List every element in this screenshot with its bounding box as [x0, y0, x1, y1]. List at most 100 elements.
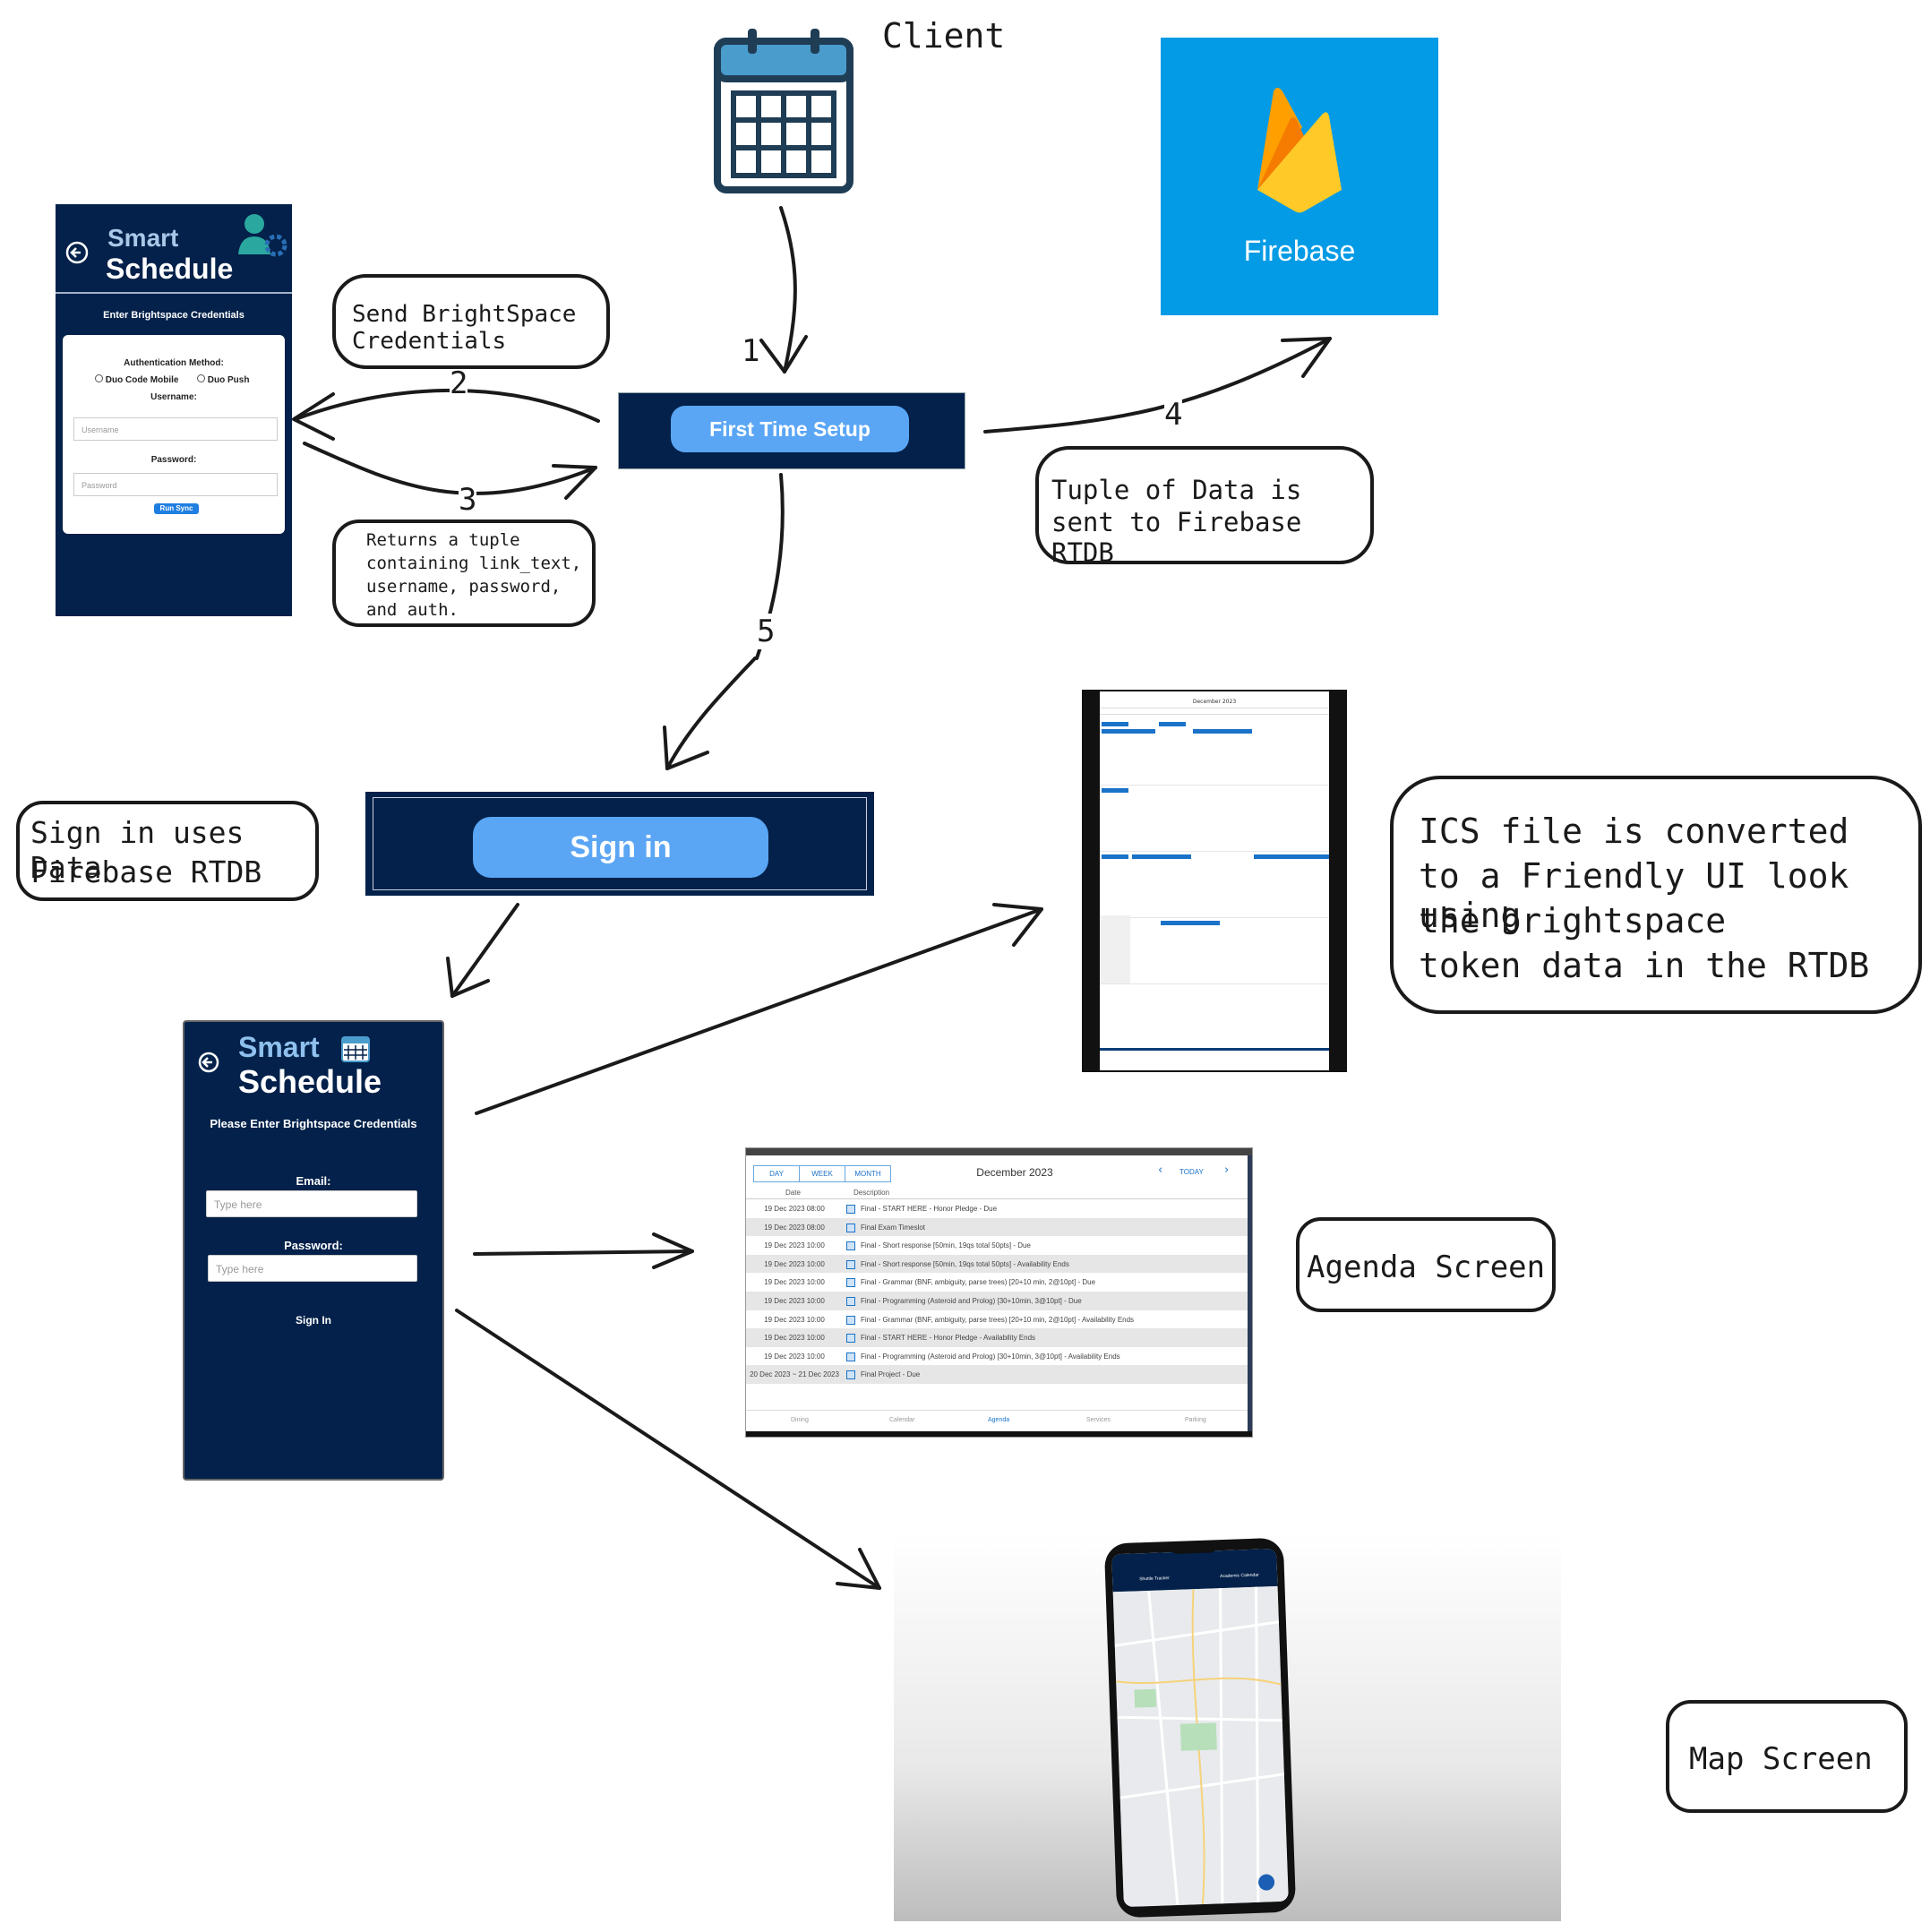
nav-dining[interactable]: Dining [791, 1417, 809, 1423]
note-returns-line4: and auth. [366, 600, 459, 620]
row-date: 19 Dec 2023 10:00 [764, 1278, 825, 1287]
note-returns-tuple: Returns a tuple containing link_text, us… [332, 519, 596, 627]
row-description: Final - Grammar (BNF, ambiguity, parse t… [861, 1315, 1135, 1324]
username-input[interactable]: Username [73, 417, 278, 441]
event-calendar-icon [846, 1241, 855, 1251]
back-arrow-icon[interactable] [64, 240, 90, 265]
agenda-tab-week[interactable]: WEEK [799, 1165, 845, 1182]
map-screen: Shuttle Tracker Academic Calendar [894, 1532, 1561, 1921]
arrow-to-map [455, 1309, 881, 1590]
auth-method-label: Authentication Method: [124, 358, 224, 368]
note-returns-line2: containing link_text, [366, 554, 582, 573]
row-date: 19 Dec 2023 10:00 [764, 1241, 825, 1250]
run-sync-button[interactable]: Run Sync [154, 503, 199, 514]
password-label: Password: [150, 455, 197, 465]
tab-shuttle-tracker[interactable]: Shuttle Tracker [1139, 1576, 1170, 1583]
brand-smart: Smart [238, 1031, 320, 1063]
prev-chevron-icon[interactable]: ‹ [1158, 1163, 1163, 1177]
credentials-form: Authentication Method: Duo Code Mobile D… [63, 335, 285, 534]
password-input[interactable]: Type here [208, 1255, 417, 1282]
user-gear-icon [238, 214, 287, 257]
table-row[interactable]: 19 Dec 2023 10:00 Final - Programming (As… [746, 1292, 1248, 1310]
row-description: Final - Programming (Asteroid and Prolog… [861, 1297, 1082, 1305]
password-input[interactable]: Password [73, 473, 278, 496]
calendar-icon [341, 1036, 370, 1062]
row-date: 19 Dec 2023 08:00 [764, 1205, 825, 1213]
table-row[interactable]: 19 Dec 2023 10:00 Final - Short response … [746, 1236, 1248, 1255]
note-returns-line3: username, password, [366, 577, 562, 597]
radio-duo-push[interactable]: Duo Push [197, 374, 249, 385]
map-view[interactable] [1112, 1585, 1289, 1908]
signin-submit-button[interactable]: Sign In [296, 1314, 331, 1327]
step-4-label: 4 [1164, 397, 1183, 433]
note-tuple-sent-line2: sent to Firebase RTDB [1051, 507, 1302, 568]
credentials-heading: Enter Brightspace Credentials [103, 310, 244, 321]
row-date: 19 Dec 2023 10:00 [764, 1334, 825, 1343]
sign-in-button[interactable]: Sign in [473, 817, 768, 878]
agenda-col-date: Date [785, 1189, 801, 1197]
phone-frame: Shuttle Tracker Academic Calendar [1103, 1537, 1297, 1919]
step-2-label: 2 [450, 365, 468, 401]
note-signin-uses: Sign in uses Data Firebase RTDB [16, 801, 319, 901]
event-calendar-icon [846, 1297, 855, 1306]
table-row[interactable]: 20 Dec 2023 ~ 21 Dec 2023 Final Project -… [746, 1365, 1248, 1384]
email-label: Email: [296, 1174, 331, 1188]
table-row[interactable]: 19 Dec 2023 10:00 Final - START HERE - Ho… [746, 1328, 1248, 1347]
event-calendar-icon [846, 1334, 855, 1344]
step-1-label: 1 [742, 333, 760, 369]
note-tuple-sent: Tuple of Data is sent to Firebase RTDB [1035, 446, 1374, 568]
arrow-4 [983, 337, 1332, 434]
note-ics-line3: the brightspace [1419, 901, 1727, 940]
arrow-to-agenda [473, 1249, 694, 1256]
agenda-screen: DAY WEEK MONTH December 2023 ‹ TODAY › D… [745, 1147, 1253, 1438]
note-signin-uses-line2: Firebase RTDB [30, 854, 262, 889]
firebase-flame-icon [1257, 88, 1342, 213]
event-calendar-icon [846, 1352, 855, 1361]
email-input[interactable]: Type here [206, 1190, 417, 1217]
bottom-nav: Dining Calendar Agenda Services Parking [746, 1415, 1248, 1428]
step-3-label: 3 [459, 482, 477, 518]
first-time-setup-button[interactable]: First Time Setup [671, 406, 909, 452]
nav-services[interactable]: Services [1086, 1417, 1111, 1423]
nav-calendar[interactable]: Calendar [889, 1417, 915, 1423]
event-calendar-icon [846, 1278, 855, 1288]
row-date: 19 Dec 2023 10:00 [764, 1297, 825, 1305]
row-date: 20 Dec 2023 ~ 21 Dec 2023 [750, 1370, 839, 1379]
agenda-today-button[interactable]: TODAY [1179, 1168, 1204, 1176]
client-label: Client [882, 16, 1006, 56]
row-description: Final - Short response [50min, 19qs tota… [861, 1241, 1031, 1250]
back-arrow-icon[interactable] [197, 1051, 220, 1074]
nav-parking[interactable]: Parking [1185, 1417, 1206, 1423]
arrow-2 [294, 388, 600, 423]
note-ics-line4: token data in the RTDB [1419, 946, 1870, 985]
row-date: 19 Dec 2023 10:00 [764, 1352, 825, 1361]
event-calendar-icon [846, 1223, 855, 1232]
calendar-icon [714, 29, 853, 193]
note-returns-line1: Returns a tuple [366, 530, 520, 550]
note-tuple-sent-line1: Tuple of Data is [1051, 475, 1302, 505]
note-ics-line1: ICS file is converted [1419, 811, 1849, 851]
sign-in-panel: Sign in [365, 792, 874, 896]
row-description: Final Project - Due [861, 1370, 921, 1379]
note-ics-line2: to a Friendly UI look using [1419, 856, 1849, 935]
agenda-tab-day[interactable]: DAY [753, 1165, 800, 1182]
next-chevron-icon[interactable]: › [1224, 1163, 1230, 1177]
brand-schedule: Schedule [238, 1063, 382, 1100]
nav-agenda[interactable]: Agenda [988, 1417, 1010, 1423]
arrow-to-calendar [475, 907, 1043, 1115]
radio-duo-code[interactable]: Duo Code Mobile [95, 374, 178, 385]
first-time-setup-panel: First Time Setup [618, 392, 965, 469]
table-row[interactable]: 19 Dec 2023 10:00 Final - Programming (As… [746, 1347, 1248, 1366]
arrow-3 [303, 442, 597, 495]
row-description: Final - START HERE - Honor Pledge - Avai… [861, 1334, 1036, 1343]
row-description: Final - Programming (Asteroid and Prolog… [861, 1352, 1120, 1361]
arrow-signin-to-screen [450, 903, 519, 998]
credentials-screen: Smart Schedule Enter Brightspace Credent… [56, 204, 292, 616]
agenda-tab-month[interactable]: MONTH [845, 1165, 891, 1182]
